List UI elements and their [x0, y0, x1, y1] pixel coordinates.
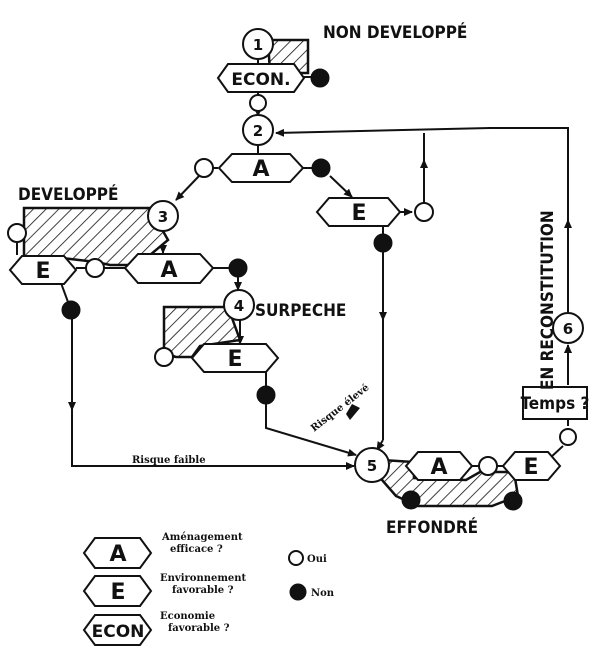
e-condition-middle: E	[315, 197, 402, 227]
non-marker	[61, 300, 81, 320]
legend-econ-symbol: ECON	[92, 622, 145, 642]
oui-marker	[194, 158, 214, 178]
legend-econ: ECON Economie favorable ?	[82, 611, 230, 646]
oui-marker	[154, 347, 174, 367]
e-condition-node4: E	[190, 343, 280, 373]
node-6: 6	[552, 312, 584, 344]
legend-a-text-2: efficace ?	[170, 544, 223, 555]
state-label-en-reconstitution: EN RECONSTITUTION	[538, 210, 558, 390]
node-4: 4	[223, 289, 255, 321]
e-condition-node5: E	[501, 451, 562, 481]
oui-marker	[559, 428, 577, 446]
risque-eleve-arrow	[346, 404, 360, 420]
state-label-non-developpe: NON DEVELOPPÉ	[323, 21, 467, 43]
e-condition-node3: E	[8, 255, 78, 285]
legend-a: A Aménagement efficace ?	[82, 532, 243, 569]
legend-a-text: Aménagement	[161, 532, 243, 543]
non-marker	[503, 491, 523, 511]
legend-e-symbol: E	[110, 580, 125, 605]
legend: A Aménagement efficace ? E Environnement…	[82, 532, 335, 646]
e-label: E	[35, 259, 50, 284]
legend-oui: Oui	[288, 550, 327, 566]
econ-condition-top: ECON.	[216, 63, 306, 93]
node-1: 1	[242, 28, 274, 60]
state-label-effondre: EFFONDRÉ	[386, 516, 478, 538]
legend-non: Non	[289, 583, 335, 601]
oui-marker	[249, 94, 267, 112]
decision-markers	[7, 68, 577, 511]
a-label: A	[160, 258, 177, 283]
econ-label: ECON.	[231, 70, 290, 90]
a-condition-node3: A	[123, 253, 215, 284]
temps-condition-box: Temps ?	[521, 386, 590, 420]
legend-oui-marker	[288, 550, 304, 566]
node-5: 5	[354, 447, 390, 483]
node-2: 2	[242, 114, 274, 146]
non-marker	[401, 490, 421, 510]
state-label-surpeche: SURPECHE	[255, 301, 346, 321]
e-label: E	[227, 347, 242, 372]
node-number: 6	[563, 320, 573, 338]
legend-econ-text: Economie	[160, 611, 215, 622]
a-condition-node2: A	[217, 153, 305, 183]
legend-oui-text: Oui	[307, 554, 327, 565]
non-marker	[310, 68, 330, 88]
non-marker	[311, 158, 331, 178]
legend-non-marker	[289, 583, 307, 601]
node-number: 5	[367, 457, 377, 475]
e-label: E	[351, 201, 366, 226]
non-marker	[228, 258, 248, 278]
node-number: 2	[253, 122, 263, 140]
legend-non-text: Non	[311, 588, 335, 599]
connector-lines	[16, 60, 572, 492]
a-label: A	[430, 455, 447, 480]
e-label: E	[523, 455, 538, 480]
oui-marker	[7, 223, 27, 243]
legend-e: E Environnement favorable ?	[82, 573, 247, 607]
risque-eleve-label: Risque élevé	[309, 382, 371, 434]
node-3: 3	[147, 200, 179, 232]
temps-label: Temps ?	[521, 394, 590, 414]
legend-econ-text-2: favorable ?	[168, 623, 230, 634]
legend-e-text: Environnement	[160, 573, 247, 584]
risque-faible-label: Risque faible	[132, 455, 206, 466]
legend-e-text-2: favorable ?	[172, 585, 234, 596]
node-number: 1	[253, 36, 263, 54]
non-marker	[256, 385, 276, 405]
oui-marker	[478, 456, 498, 476]
oui-marker	[85, 258, 105, 278]
state-label-developpe: DEVELOPPÉ	[18, 183, 118, 205]
oui-marker	[414, 202, 434, 222]
a-label: A	[252, 157, 269, 182]
node-number: 4	[234, 297, 244, 315]
node-number: 3	[158, 208, 168, 226]
legend-a-symbol: A	[109, 542, 126, 567]
non-marker	[373, 233, 393, 253]
a-condition-node5: A	[404, 451, 474, 481]
